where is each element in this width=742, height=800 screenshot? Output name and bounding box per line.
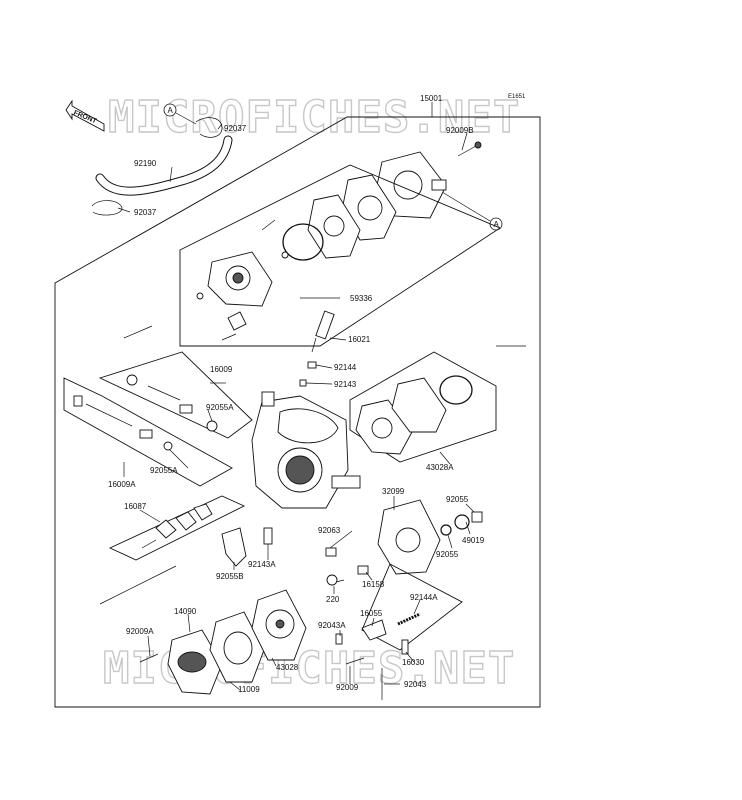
screw-16158: [357, 565, 369, 575]
label-16009A: 16009A: [108, 480, 136, 489]
lever-92055B: [221, 527, 247, 567]
label-49019: 49019: [462, 536, 485, 545]
label-92055-bottom: 92055: [436, 550, 459, 559]
lever-16055: [361, 619, 387, 641]
clamp-92037-bottom: [91, 200, 123, 216]
screw-92063: [325, 547, 337, 557]
lower-right-subframe: [361, 563, 463, 651]
label-16021: 16021: [348, 335, 371, 344]
screw-92009B: [457, 141, 482, 157]
valve-16021: [311, 310, 335, 353]
label-92144A: 92144A: [410, 593, 438, 602]
spring-92144: [307, 361, 317, 369]
label-92063: 92063: [318, 526, 341, 535]
pump-subframe: [179, 164, 501, 347]
gasket-subframe: [349, 351, 497, 463]
label-16087: 16087: [124, 502, 147, 511]
label-92144: 92144: [334, 363, 357, 372]
watermark-top: MICROFICHES.NET: [108, 92, 520, 143]
pin-92043A: [335, 633, 343, 645]
svg-text:A: A: [168, 106, 174, 115]
spring-92143A: [263, 527, 273, 545]
label-92055B: 92055B: [216, 572, 244, 581]
guide-line-mid: [123, 325, 153, 339]
diaphragm-set: [307, 174, 397, 259]
screws-16087: [141, 503, 213, 549]
label-220: 220: [326, 595, 340, 604]
watermark-bottom: MICROFICHES.NET: [103, 643, 515, 694]
carburetor-body: [251, 391, 361, 509]
float-cover-32099: [377, 499, 441, 575]
label-92055A-bottom: 92055A: [150, 466, 178, 475]
label-92037-bottom: 92037: [134, 208, 157, 217]
front-label: FRONT: [72, 110, 98, 126]
label-92143A: 92143A: [248, 560, 276, 569]
needle-subframe-16009: [98, 351, 253, 439]
label-32099: 32099: [382, 487, 405, 496]
guide-line-left: [99, 565, 177, 605]
diagram-code: E1651: [508, 94, 526, 100]
needle-16009A: [73, 395, 173, 451]
label-92009A: 92009A: [126, 627, 154, 636]
label-16055: 16055: [360, 609, 383, 618]
label-92055-top: 92055: [446, 495, 469, 504]
plug-49019: [471, 511, 483, 523]
needle-16009: [126, 374, 218, 432]
screw-92009: [345, 657, 365, 665]
label-92043: 92043: [404, 680, 427, 689]
callout-a-top: A: [163, 103, 197, 125]
needle-16030: [401, 639, 409, 655]
label-59336: 59336: [350, 294, 373, 303]
hose-92190: [95, 135, 233, 196]
label-43028: 43028: [276, 663, 299, 672]
label-92190: 92190: [134, 159, 157, 168]
clamp-92037-top: [195, 117, 223, 138]
label-14090: 14090: [174, 607, 197, 616]
label-16158: 16158: [362, 580, 385, 589]
label-92009: 92009: [336, 683, 359, 692]
label-92037-top: 92037: [224, 124, 247, 133]
leader-lines: [117, 102, 475, 691]
label-43028A: 43028A: [426, 463, 454, 472]
gasket-11009: [209, 611, 265, 683]
screw-220: [326, 574, 345, 586]
o-ring: [282, 223, 324, 261]
needle-subframe-16009A: [63, 377, 233, 487]
front-arrow-icon: FRONT: [65, 99, 105, 132]
spring-92144A: [397, 612, 421, 626]
label-11009: 11009: [238, 685, 260, 694]
label-15001: 15001: [420, 94, 443, 103]
label-92043A: 92043A: [318, 621, 346, 630]
gasket-43028A: [355, 375, 473, 455]
label-92009B: 92009B: [446, 126, 474, 135]
svg-text:A: A: [494, 220, 500, 229]
pump-body-59336: [196, 219, 289, 341]
diaphragm-43028: [251, 589, 307, 661]
pump-cover: [375, 151, 447, 219]
oring-92055: [440, 514, 470, 536]
label-92055A-top: 92055A: [206, 403, 234, 412]
pin-92143: [299, 379, 307, 387]
callout-a-right: A: [441, 191, 503, 231]
label-92143: 92143: [334, 380, 357, 389]
cover-14090: [167, 629, 223, 695]
label-16030: 16030: [402, 658, 425, 667]
screw-92009A: [139, 653, 159, 663]
label-16009: 16009: [210, 365, 233, 374]
assembly-frame: [54, 116, 541, 708]
